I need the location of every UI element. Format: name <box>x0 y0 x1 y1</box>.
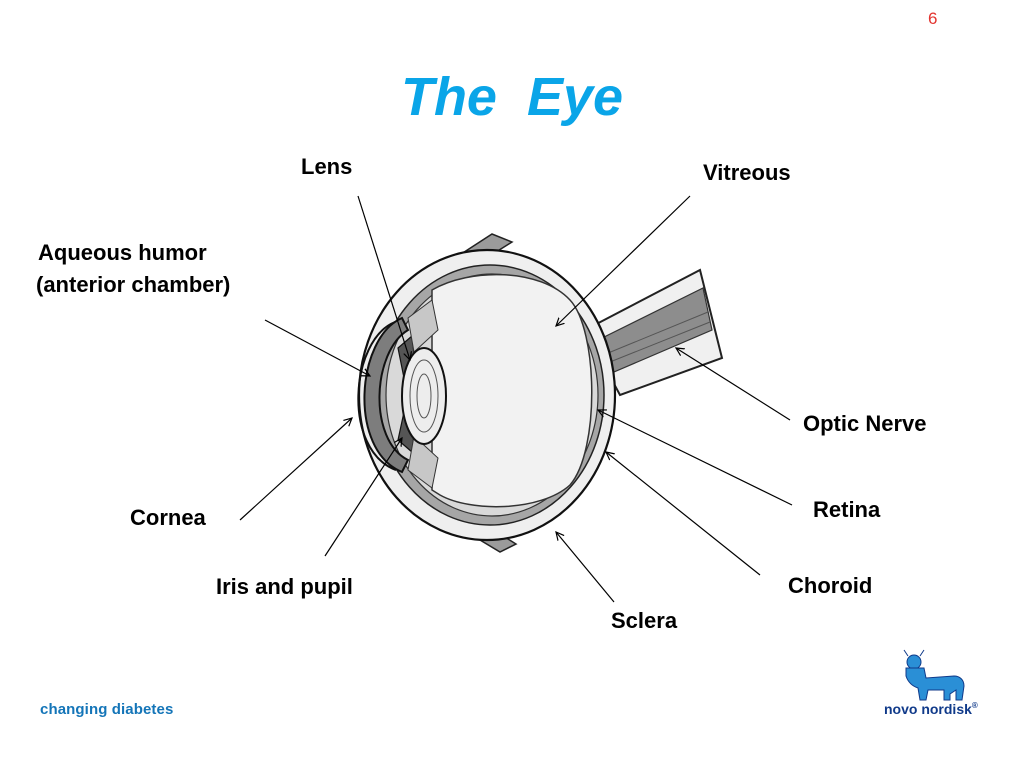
cornea-shape <box>363 316 410 474</box>
page-number: 6 <box>928 9 938 28</box>
iris-pupil-pointer <box>324 438 402 557</box>
lens-pointer <box>357 195 410 360</box>
brand-name-text: novo nordisk <box>884 701 972 717</box>
vitreous-pointer <box>556 195 691 326</box>
brand-name: novo nordisk® <box>884 701 978 717</box>
label-sclera: Sclera <box>611 608 678 633</box>
label-retina: Retina <box>813 497 881 522</box>
novo-nordisk-apis-bull-icon <box>903 649 965 701</box>
slide-title: The Eye <box>400 67 624 127</box>
label-vitreous: Vitreous <box>703 160 791 185</box>
label-aqueous-humor: Aqueous humor <box>38 240 207 265</box>
label-iris-pupil: Iris and pupil <box>216 574 353 599</box>
cornea-pointer <box>239 418 352 521</box>
label-lens: Lens <box>301 154 353 179</box>
vitreous-shape <box>431 273 593 508</box>
label-choroid: Choroid <box>788 573 873 598</box>
label-optic-nerve: Optic Nerve <box>803 411 927 436</box>
aqueous-pointer <box>264 319 370 376</box>
sclera-pointer <box>556 532 615 603</box>
optic-nerve-pointer <box>676 348 791 421</box>
label-cornea: Cornea <box>130 505 206 530</box>
choroid-pointer <box>606 452 761 576</box>
retina-pointer <box>598 410 793 506</box>
registered-mark: ® <box>971 701 978 710</box>
label-anterior-chamber: (anterior chamber) <box>36 272 231 297</box>
footer-tagline: changing diabetes <box>40 701 174 718</box>
lens-shape <box>401 347 447 445</box>
